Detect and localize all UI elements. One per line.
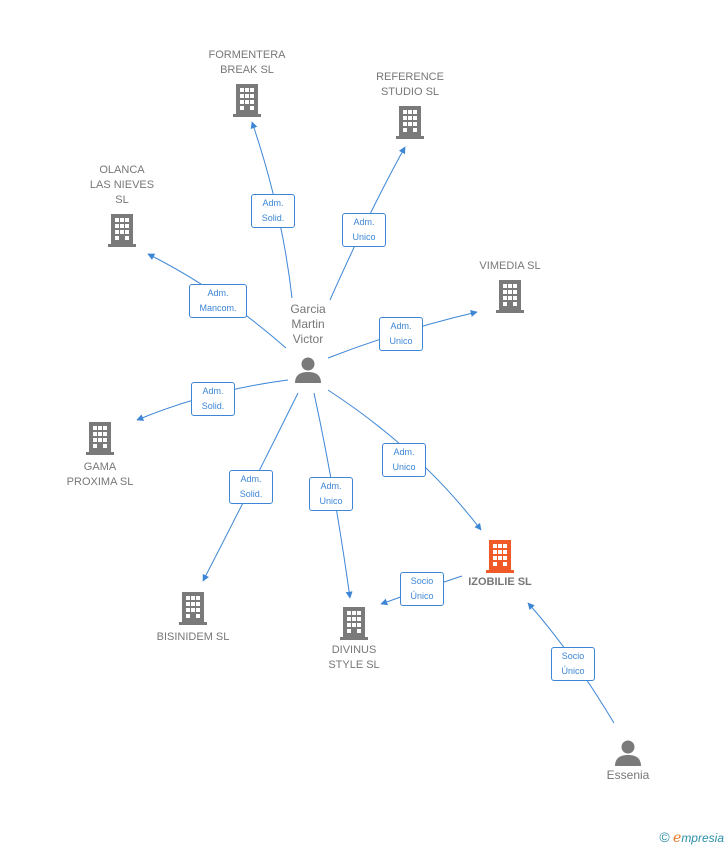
building-icon: [108, 214, 136, 247]
edge-badge-izobilie: Adm. Unico: [382, 443, 426, 477]
building-icon: [179, 592, 207, 625]
person-icon: [615, 740, 641, 766]
edge-badge-gama: Adm. Solid.: [191, 382, 235, 416]
copyright-icon: ©: [659, 829, 670, 845]
node-garcia[interactable]: Garcia Martin Victor: [268, 302, 348, 385]
brand-logo: © empresia: [659, 829, 724, 846]
node-label-essenia: Essenia: [606, 768, 650, 782]
edge-badge-olanca: Adm. Mancom.: [189, 284, 247, 318]
building-icon: [86, 422, 114, 455]
edge-badge-essenia-izobilie: Socio Único: [551, 647, 595, 681]
edge-badge-izobilie-divinus: Socio Único: [400, 572, 444, 606]
edge-badge-divinus: Adm. Unico: [309, 477, 353, 511]
building-icon: [486, 540, 514, 573]
node-label-reference: REFERENCE STUDIO SL: [376, 71, 444, 98]
node-divinus[interactable]: DIVINUS STYLE SL: [304, 605, 404, 673]
node-label-divinus: DIVINUS STYLE SL: [328, 644, 380, 671]
building-icon: [233, 84, 261, 117]
node-bisinidem[interactable]: BISINIDEM SL: [143, 590, 243, 645]
building-icon: [496, 280, 524, 313]
edge-badge-formentera: Adm. Solid.: [251, 194, 295, 228]
edge-badge-vimedia: Adm. Unico: [379, 317, 423, 351]
node-vimedia[interactable]: VIMEDIA SL: [460, 259, 560, 314]
edge-badge-bisinidem: Adm. Solid.: [229, 470, 273, 504]
node-izobilie[interactable]: IZOBILIE SL: [450, 538, 550, 590]
node-essenia[interactable]: Essenia: [588, 738, 668, 783]
node-label-garcia: Garcia Martin Victor: [290, 302, 326, 346]
node-label-olanca: OLANCA LAS NIEVES SL: [89, 164, 155, 206]
building-icon: [340, 607, 368, 640]
node-formentera[interactable]: FORMENTERA BREAK SL: [197, 48, 297, 118]
node-label-vimedia: VIMEDIA SL: [479, 260, 541, 272]
node-label-izobilie: IZOBILIE SL: [468, 576, 532, 588]
node-label-gama: GAMA PROXIMA SL: [66, 461, 134, 488]
building-icon: [396, 106, 424, 139]
node-olanca[interactable]: OLANCA LAS NIEVES SL: [72, 163, 172, 248]
person-icon: [295, 357, 321, 383]
node-label-formentera: FORMENTERA BREAK SL: [208, 49, 286, 76]
node-gama[interactable]: GAMA PROXIMA SL: [50, 420, 150, 490]
node-reference[interactable]: REFERENCE STUDIO SL: [360, 70, 460, 140]
node-label-bisinidem: BISINIDEM SL: [156, 631, 230, 643]
brand-letter: e: [673, 830, 682, 846]
brand-name: mpresia: [681, 831, 724, 845]
edge-badge-reference: Adm. Unico: [342, 213, 386, 247]
